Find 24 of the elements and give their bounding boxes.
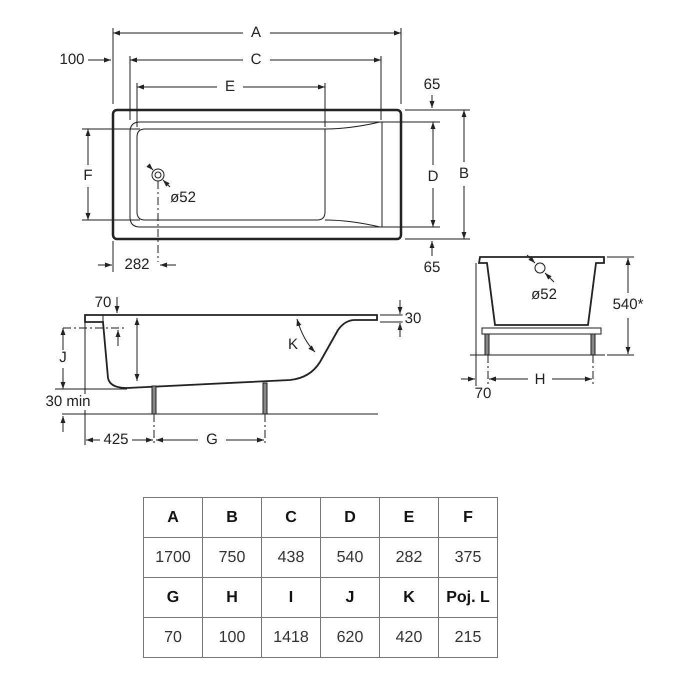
dimension-value: 100 [202, 618, 262, 658]
dimension-value: 750 [202, 538, 262, 578]
dimension-value: 620 [320, 618, 380, 658]
dimension-code: K [380, 578, 438, 618]
dimension-code: J [320, 578, 380, 618]
dimension-code: A [144, 498, 202, 538]
dimension-code: E [380, 498, 438, 538]
dimension-value: 375 [438, 538, 498, 578]
dimension-code: I [262, 578, 320, 618]
dimension-value: 70 [144, 618, 202, 658]
dimension-code: F [438, 498, 498, 538]
dimension-code: H [202, 578, 262, 618]
dimension-code: C [262, 498, 320, 538]
dimension-code: G [144, 578, 202, 618]
dimension-value: 215 [438, 618, 498, 658]
dimension-value: 1418 [262, 618, 320, 658]
dimension-code: Poj. L [438, 578, 498, 618]
dimension-code: D [320, 498, 380, 538]
dimension-value: 282 [380, 538, 438, 578]
dimension-value: 1700 [144, 538, 202, 578]
dimension-code: B [202, 498, 262, 538]
dimension-value: 420 [380, 618, 438, 658]
dimension-value: 540 [320, 538, 380, 578]
dimension-value: 438 [262, 538, 320, 578]
